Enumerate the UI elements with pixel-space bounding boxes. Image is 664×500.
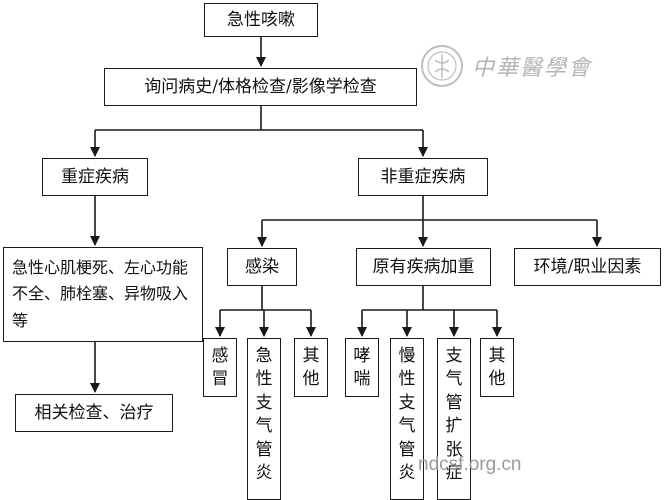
society-name-watermark: 中華醫學會: [472, 56, 593, 81]
bronchiectasis-label: 支气管扩张症: [445, 346, 463, 484]
cold-node: 感冒: [203, 338, 237, 397]
infection-node: 感染: [227, 248, 297, 286]
society-watermark: 中華醫學會: [420, 40, 630, 92]
infection-other-node: 其他: [294, 338, 328, 397]
asthma-label: 哮喘: [353, 346, 371, 390]
severe-node: 重症疾病: [42, 158, 148, 196]
aggravation-other-label: 其他: [488, 346, 506, 390]
society-seal-icon: [421, 45, 463, 87]
root-node: 急性咳嗽: [204, 3, 318, 37]
environment-node: 环境/职业因素: [514, 248, 661, 286]
aggravation-other-node: 其他: [480, 338, 514, 397]
chronic-bronchitis-node: 慢性支气管炎: [390, 338, 424, 500]
non-severe-node: 非重症疾病: [358, 158, 488, 196]
severe-detail-node: 急性心肌梗死、左心功能不全、肺栓塞、异物吸入等: [3, 247, 203, 342]
url-watermark: ndcsf.org.cn: [418, 454, 522, 475]
aggravation-node: 原有疾病加重: [356, 248, 491, 286]
asthma-node: 哮喘: [345, 338, 379, 397]
acute-bronchitis-label: 急性支气管炎: [255, 346, 273, 484]
cold-label: 感冒: [211, 346, 229, 390]
severe-action-node: 相关检查、治疗: [15, 394, 173, 432]
assessment-node: 询问病史/体格检查/影像学检查: [104, 68, 417, 106]
infection-other-label: 其他: [302, 346, 320, 390]
bronchiectasis-node: 支气管扩张症: [437, 338, 471, 500]
acute-bronchitis-node: 急性支气管炎: [247, 338, 281, 500]
chronic-bronchitis-label: 慢性支气管炎: [398, 346, 416, 484]
